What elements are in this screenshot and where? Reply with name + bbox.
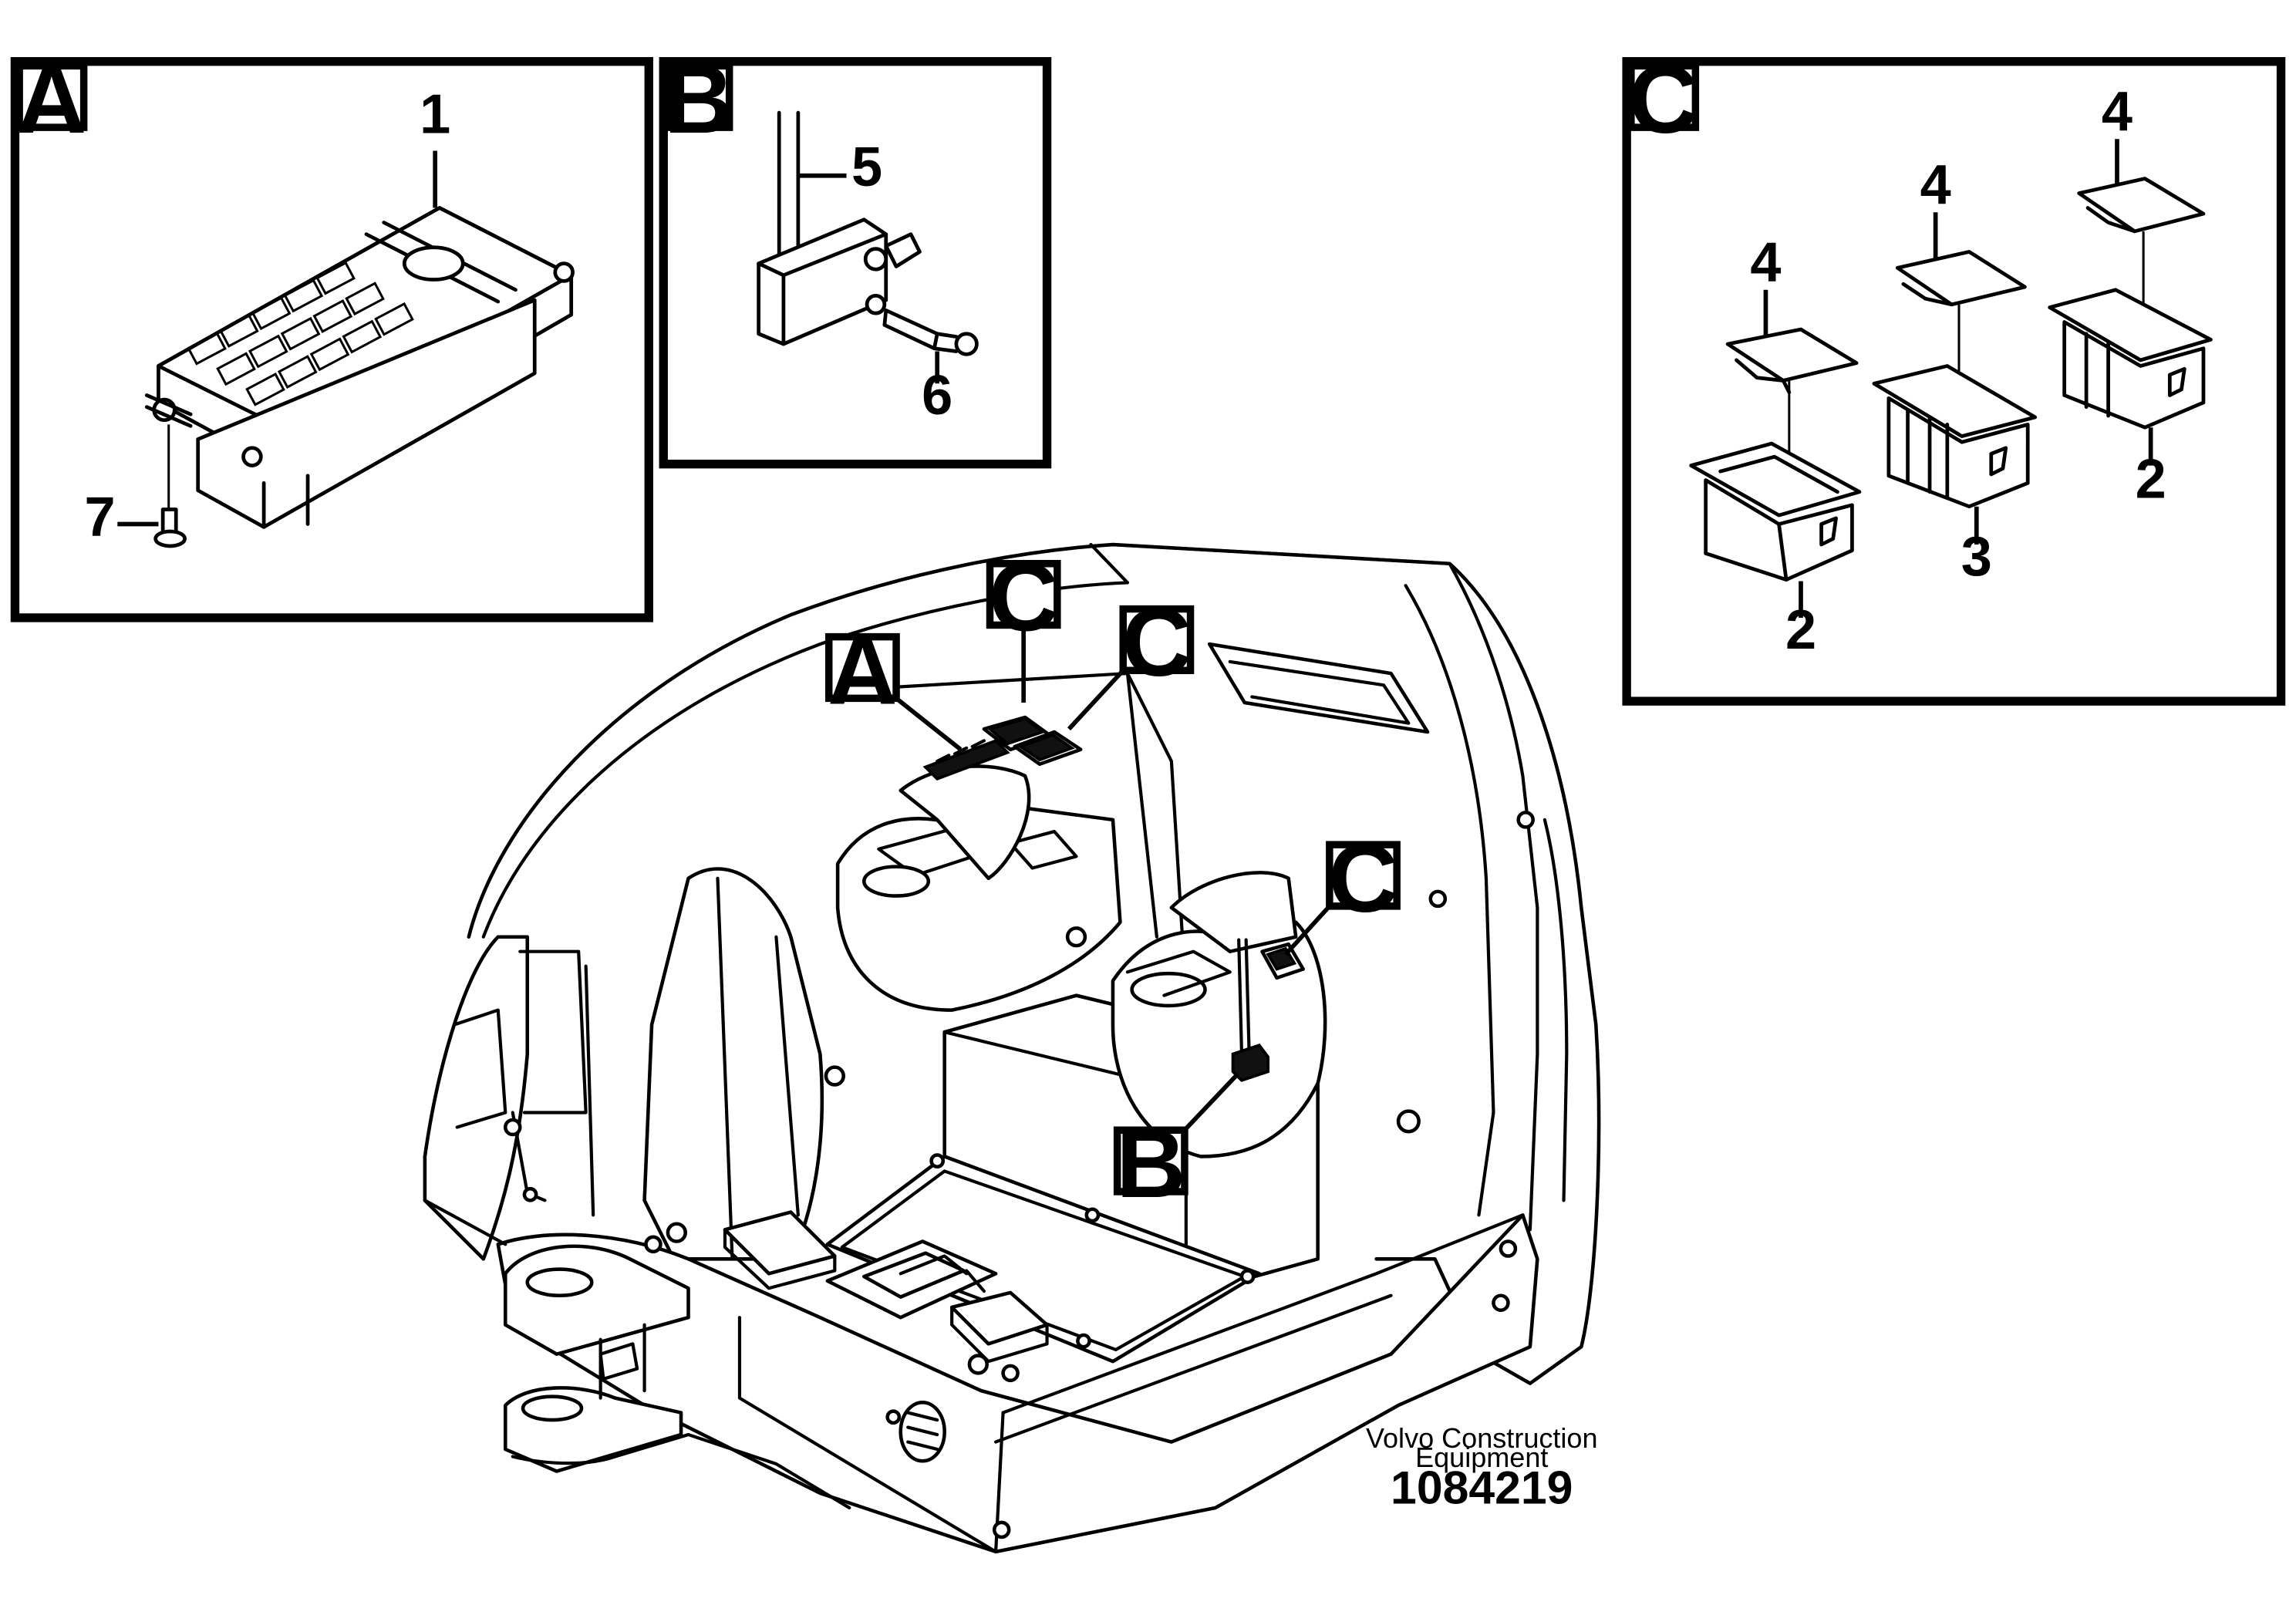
switch-panel-drawing bbox=[144, 206, 575, 529]
drawing-number: 1084219 bbox=[1391, 1461, 1573, 1513]
location-tag-b: B bbox=[1113, 1073, 1239, 1218]
tray-left-drawing bbox=[1689, 327, 1862, 582]
panel-a-tag: A bbox=[15, 46, 88, 153]
location-tag-a-label: A bbox=[828, 616, 897, 724]
cab-overview-drawing bbox=[423, 542, 1601, 1554]
location-tag-c2-label: C bbox=[1122, 588, 1192, 696]
location-tag-c-upper-left: C bbox=[986, 543, 1061, 703]
part-label-2-right: 2 bbox=[2136, 448, 2166, 510]
manufacturer-line-1: Volvo Construction bbox=[1366, 1422, 1598, 1454]
panel-c-tag-label: C bbox=[1628, 46, 1698, 153]
panel-b-tag: B bbox=[664, 46, 733, 153]
location-tag-a: A bbox=[824, 616, 963, 752]
detail-panel-a: A bbox=[10, 46, 653, 622]
panel-c-tag: C bbox=[1627, 46, 1700, 153]
part-label-4-left: 4 bbox=[1750, 231, 1781, 293]
drawing-footer: Volvo Construction Equipment 1084219 bbox=[1366, 1422, 1598, 1513]
limit-switch-drawing bbox=[757, 110, 979, 356]
manufacturer-line-2: Equipment bbox=[1415, 1442, 1548, 1473]
part-label-4-right: 4 bbox=[2102, 81, 2132, 143]
part-label-2-left: 2 bbox=[1785, 599, 1816, 661]
screw-7-drawing bbox=[153, 424, 187, 548]
part-label-1: 1 bbox=[420, 84, 450, 146]
tray-right-drawing bbox=[2048, 177, 2213, 430]
part-label-5: 5 bbox=[851, 137, 882, 198]
panel-a-tag-label: A bbox=[17, 46, 86, 153]
part-label-6: 6 bbox=[922, 365, 952, 427]
detail-panel-c: C 4 2 4 3 bbox=[1622, 46, 2286, 706]
location-tag-c-right: C bbox=[1283, 824, 1401, 956]
detail-panel-b: B 5 6 bbox=[659, 46, 1052, 469]
location-tag-b-label: B bbox=[1116, 1110, 1185, 1218]
tray-middle-drawing bbox=[1872, 250, 2038, 509]
location-tag-c-upper-right: C bbox=[1067, 588, 1195, 731]
location-tag-c3-label: C bbox=[1328, 824, 1397, 932]
part-label-3: 3 bbox=[1961, 526, 1992, 588]
panel-b-tag-label: B bbox=[664, 46, 733, 153]
part-label-4-middle: 4 bbox=[1920, 154, 1951, 216]
part-label-7: 7 bbox=[84, 487, 115, 548]
